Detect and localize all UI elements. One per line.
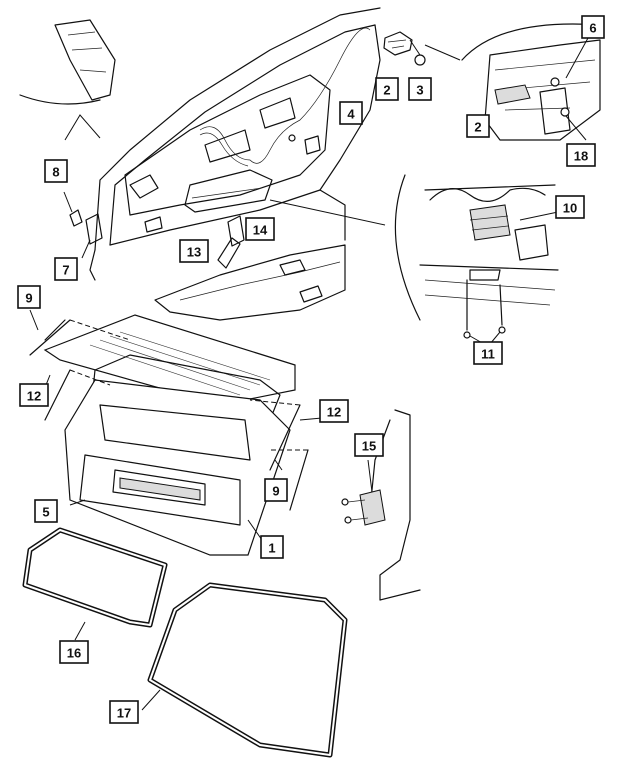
callout-2: 2 [375, 77, 399, 101]
callout-number: 8 [52, 165, 59, 180]
callout-number: 17 [117, 706, 131, 721]
callout-1: 1 [260, 535, 284, 559]
callout-number: 6 [589, 21, 596, 36]
callout-number: 2 [474, 120, 481, 135]
callout-15: 15 [354, 433, 384, 457]
callout-layer: 2 3 6 4 2 18 8 10 14 13 7 9 11 12 12 15 9 5 1 16 17 [17, 15, 605, 724]
hinge-detail-view [424, 23, 601, 141]
callout-10: 10 [555, 195, 585, 219]
callout-14: 14 [245, 217, 275, 241]
callout-box [54, 257, 78, 281]
callout-box [245, 217, 275, 241]
callout-box [260, 535, 284, 559]
callout-3: 3 [408, 77, 432, 101]
vehicle-body-opening-view [19, 7, 426, 321]
callout-number: 12 [27, 389, 41, 404]
callout-9: 9 [17, 285, 41, 309]
callout-number: 9 [272, 484, 279, 499]
liftgate-weatherstrip-17 [141, 582, 348, 758]
callout-box [59, 640, 89, 664]
callout-4: 4 [339, 101, 363, 125]
callout-number: 16 [67, 646, 81, 661]
callout-box [581, 15, 605, 39]
callout-number: 4 [347, 107, 355, 122]
callout-number: 18 [574, 149, 588, 164]
glass-seal-16 [22, 527, 168, 641]
callout-number: 2 [383, 83, 390, 98]
callout-box [354, 433, 384, 457]
callout-box [44, 159, 68, 183]
callout-box [466, 114, 490, 138]
callout-box [109, 700, 139, 724]
liftgate-assembly [29, 309, 323, 556]
callout-number: 3 [416, 83, 423, 98]
callout-number: 12 [327, 405, 341, 420]
callout-box [179, 239, 209, 263]
body-hinge-mount-view [341, 409, 421, 601]
callout-11: 11 [473, 341, 503, 365]
callout-9: 9 [264, 478, 288, 502]
callout-12: 12 [319, 399, 349, 423]
latch-detail-view [269, 174, 559, 345]
callout-number: 7 [62, 263, 69, 278]
callout-number: 15 [362, 439, 376, 454]
callout-number: 9 [25, 291, 32, 306]
callout-number: 14 [253, 223, 268, 238]
callout-box [264, 478, 288, 502]
callout-box [375, 77, 399, 101]
callout-box [34, 499, 58, 523]
callout-6: 6 [581, 15, 605, 39]
callout-box [408, 77, 432, 101]
callout-12: 12 [19, 383, 49, 407]
callout-7: 7 [54, 257, 78, 281]
callout-16: 16 [59, 640, 89, 664]
callout-2: 2 [466, 114, 490, 138]
callout-17: 17 [109, 700, 139, 724]
callout-number: 13 [187, 245, 201, 260]
callout-number: 10 [563, 201, 577, 216]
callout-number: 1 [268, 541, 275, 556]
callout-13: 13 [179, 239, 209, 263]
callout-box [555, 195, 585, 219]
callout-box [566, 143, 596, 167]
callout-box [19, 383, 49, 407]
callout-box [17, 285, 41, 309]
callout-18: 18 [566, 143, 596, 167]
callout-box [339, 101, 363, 125]
callout-box [319, 399, 349, 423]
callout-box [473, 341, 503, 365]
callout-5: 5 [34, 499, 58, 523]
callout-number: 11 [481, 347, 495, 362]
callout-number: 5 [42, 505, 49, 520]
callout-8: 8 [44, 159, 68, 183]
